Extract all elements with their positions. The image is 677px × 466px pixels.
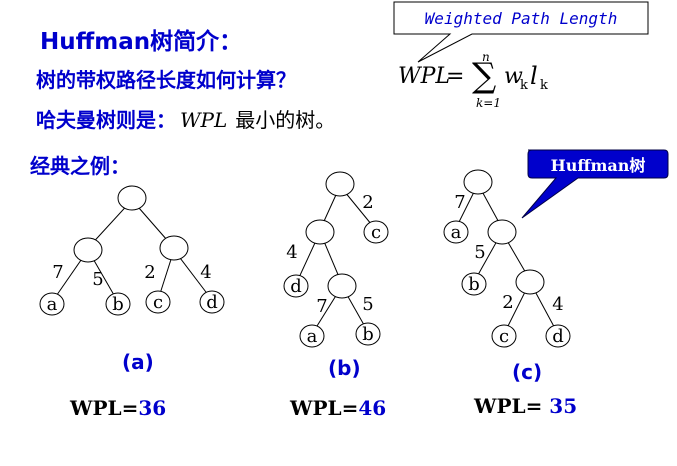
wpl-prefix: WPL= <box>474 394 550 418</box>
tree-b-wpl: WPL=46 <box>290 396 386 420</box>
tree-a-weight: 5 <box>92 269 103 290</box>
wpl-value: 36 <box>138 396 167 420</box>
tree-b-weight: 4 <box>286 242 297 263</box>
page-title: Huffman树简介： <box>40 29 243 55</box>
tree-c <box>443 169 571 348</box>
tree-a-leaf-node <box>199 290 225 314</box>
tree-c-leaf-label: a <box>451 222 462 243</box>
tree-b-leaf-label: a <box>307 326 318 347</box>
formula-wsub: k <box>520 78 528 93</box>
formula-lsub: k <box>540 78 548 93</box>
wpl-prefix: WPL= <box>290 396 359 420</box>
tree-b-leaf-node <box>283 274 309 298</box>
tree-b-internal-node <box>305 219 335 245</box>
tree-b-leaf-label: c <box>371 222 381 243</box>
tree-c-wpl: WPL= 35 <box>474 394 577 418</box>
tree-b <box>283 171 389 348</box>
formula-l: l <box>530 62 538 90</box>
tree-c-internal-node <box>487 219 517 245</box>
tree-a-weight: 7 <box>52 262 63 283</box>
wpl-value: 35 <box>549 394 578 418</box>
tree-c-leaf-node <box>443 220 469 244</box>
tree-b-weight: 2 <box>362 192 373 213</box>
tree-a-internal-node <box>159 235 189 261</box>
question-text: 树的带权路径长度如何计算？ <box>36 68 296 92</box>
tree-b-leaf-node <box>299 324 325 348</box>
tree-a-weight: 4 <box>200 262 211 283</box>
formula-equals: = <box>446 64 465 89</box>
answer-rest: 最小的树。 <box>235 108 336 132</box>
formula-upper: n <box>482 50 490 64</box>
callout-weighted-path-length: Weighted Path Length <box>393 1 649 63</box>
tree-b-weight: 5 <box>362 294 373 315</box>
wpl-prefix: WPL= <box>70 396 139 420</box>
tree-b-internal-node <box>327 273 357 299</box>
tree-a-root-node <box>117 185 147 211</box>
tree-b-leaf-label: d <box>290 276 302 297</box>
tree-a-wpl: WPL=36 <box>70 396 166 420</box>
tree-c-leaf-node <box>491 324 517 348</box>
tree-a-weight: 2 <box>144 262 155 283</box>
tree-a-internal-node <box>73 237 103 263</box>
callout-huffman: Huffman树 <box>521 149 669 219</box>
tree-b-leaf-label: b <box>362 324 374 345</box>
callout-huffman-text: Huffman树 <box>551 156 646 175</box>
tree-b-weight: 7 <box>316 296 327 317</box>
tree-a-leaf-label: a <box>47 294 58 315</box>
tree-c-weight: 4 <box>552 294 563 315</box>
formula-lower: k=1 <box>476 96 501 110</box>
callout-wpl-text: Weighted Path Length <box>425 9 618 28</box>
tree-c-weight: 7 <box>454 192 465 213</box>
answer-text: 哈夫曼树则是：WPL 最小的树。 <box>36 104 335 133</box>
tree-b-root-node <box>325 171 355 197</box>
tree-c-weight: 5 <box>474 242 485 263</box>
tree-a-leaf-node <box>105 292 131 316</box>
tree-b-caption: (b) <box>328 356 361 380</box>
tree-c-leaf-label: b <box>468 274 480 295</box>
tree-c-leaf-label: c <box>499 326 509 347</box>
tree-a-leaf-label: d <box>206 292 218 313</box>
formula-sum: ∑ <box>472 56 497 96</box>
tree-a-leaf-node <box>39 292 65 316</box>
tree-c-caption: (c) <box>512 360 543 384</box>
tree-b-leaf-node <box>355 322 381 346</box>
formula-w: w <box>504 64 523 89</box>
answer-prefix: 哈夫曼树则是： <box>36 108 176 132</box>
wpl-value: 46 <box>358 396 387 420</box>
tree-c-leaf-node <box>461 272 487 296</box>
tree-a-caption: (a) <box>122 350 154 374</box>
formula-lhs: WPL <box>398 64 451 89</box>
tree-c-leaf-label: d <box>552 326 564 347</box>
tree-c-internal-node <box>515 269 545 295</box>
tree-c-leaf-node <box>545 324 571 348</box>
tree-b-leaf-node <box>363 220 389 244</box>
example-label: 经典之例： <box>30 154 130 178</box>
tree-a <box>39 185 225 316</box>
tree-c-root-node <box>463 169 493 195</box>
tree-a-leaf-label: b <box>112 294 124 315</box>
tree-a-leaf-label: c <box>153 292 163 313</box>
answer-term: WPL <box>180 108 228 132</box>
tree-c-weight: 2 <box>502 292 513 313</box>
wpl-formula: WPL = n ∑ k=1 w k l k <box>398 48 568 114</box>
tree-a-leaf-node <box>145 290 171 314</box>
